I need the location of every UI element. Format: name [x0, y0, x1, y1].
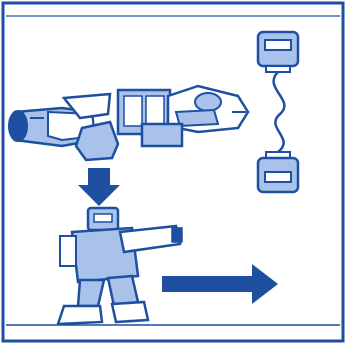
connector-icon — [258, 32, 298, 192]
robot-icon — [58, 208, 182, 324]
arrow-down-icon — [78, 168, 120, 206]
engine-icon — [118, 86, 248, 146]
arrow-right-icon — [162, 264, 278, 304]
cannon-icon — [9, 94, 118, 160]
